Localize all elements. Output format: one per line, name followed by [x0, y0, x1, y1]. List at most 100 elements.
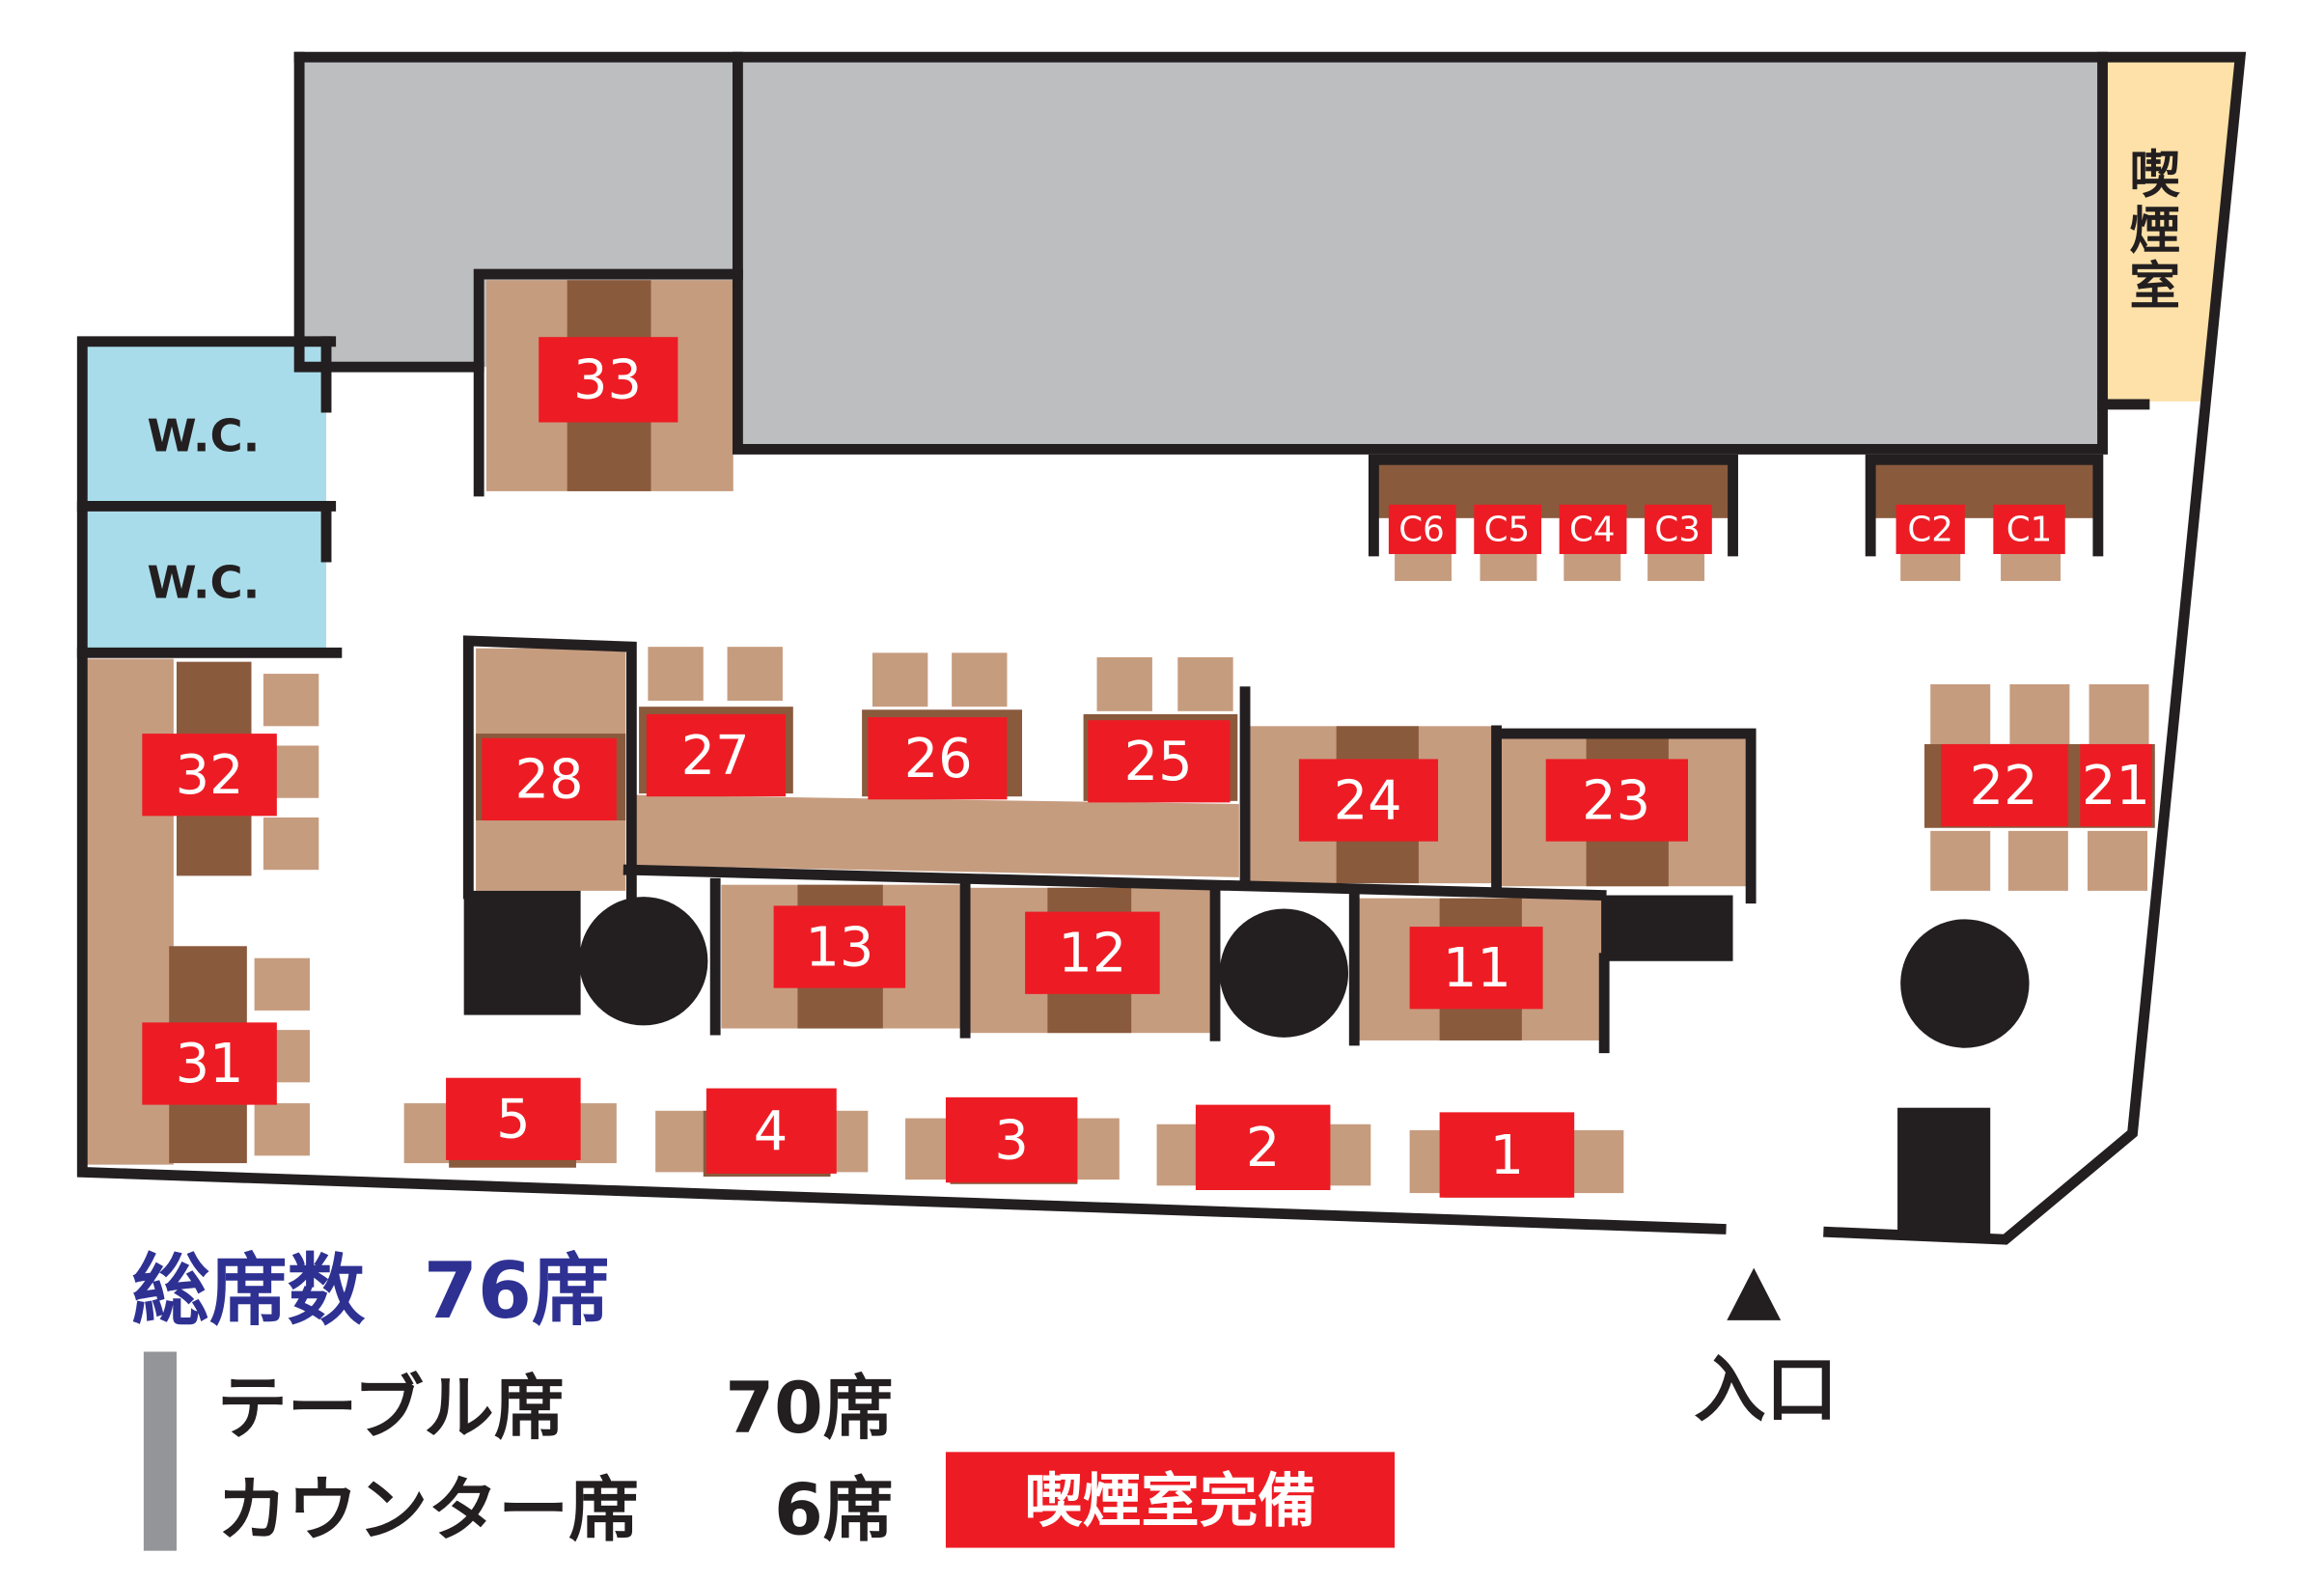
table-label-box [1439, 1112, 1575, 1198]
table-label: 33 [573, 349, 642, 412]
smoking-room: 喫煙室 [2107, 61, 2236, 402]
table-seats-label: テーブル席 [217, 1368, 565, 1450]
table-22-chair [2009, 683, 2070, 744]
table-label-box [142, 1022, 277, 1105]
table-label-box [2080, 743, 2152, 827]
wc-lower-label: W.C. [147, 556, 260, 608]
table-label: 21 [2082, 755, 2150, 818]
table-label: 28 [515, 749, 584, 812]
table-label-box [1298, 759, 1439, 842]
smoking-room-label-char: 煙 [2129, 202, 2180, 261]
total-seats-label: 総席数 [131, 1246, 365, 1337]
counter-label: C6 [1398, 511, 1445, 550]
counter-label-box [1645, 504, 1712, 555]
counter-chair [2001, 550, 2061, 581]
counter-label-box [1474, 504, 1542, 555]
legend: 総席数 76席 テーブル席 70席 カウンター席 6席 喫煙室完備 [131, 1246, 1396, 1552]
smoking-badge-label: 喫煙室完備 [1024, 1468, 1315, 1536]
wall-counter-left [1368, 454, 1738, 557]
wall-counter-right [1865, 454, 2104, 557]
table-label: 26 [904, 728, 973, 790]
table-31-chair [254, 957, 310, 1011]
pillar-round [579, 897, 708, 1026]
counter-label-box [1388, 504, 1456, 555]
table-label: 3 [994, 1109, 1029, 1172]
table-32-chair [263, 817, 319, 871]
table-label: 12 [1058, 923, 1126, 985]
table-label-box [1025, 911, 1160, 994]
counter-label: C4 [1569, 511, 1616, 550]
counter-label-box [1895, 504, 1965, 555]
pillar-square [1601, 895, 1733, 961]
table-label-box [646, 713, 787, 797]
wall-back-right [732, 51, 2108, 455]
counter-label-box [1993, 504, 2065, 555]
table-label: 23 [1582, 769, 1650, 832]
counter-label: C1 [2006, 511, 2053, 550]
walls [76, 51, 2247, 1245]
wall-center-dividers [709, 877, 1610, 1054]
wc-lower [86, 511, 327, 649]
smoking-badge [945, 1452, 1396, 1548]
center-bench [635, 794, 1239, 877]
table-label-box [1409, 927, 1543, 1010]
table-label-box [1195, 1104, 1331, 1190]
wall-center-partition [622, 864, 1607, 901]
table-label-box [539, 337, 678, 423]
table-label-box [142, 734, 277, 817]
counter-chair [1563, 550, 1621, 581]
table-labels: 33 32 31 28 27 26 25 24 23 22 21 13 12 1… [142, 337, 2152, 1198]
table-label: 25 [1124, 731, 1193, 793]
wall-table-23 [1491, 725, 1757, 904]
pillars [463, 890, 2030, 1240]
table-label: 32 [176, 744, 244, 807]
counter-label: C5 [1484, 511, 1531, 550]
table-label: 4 [754, 1100, 788, 1163]
total-seats-value: 76席 [424, 1246, 610, 1337]
back-area-right [742, 61, 2103, 450]
counter-chair [1900, 550, 1961, 581]
counter-label: C3 [1654, 511, 1701, 550]
table-label: 1 [1490, 1124, 1525, 1187]
pillar-round [1900, 919, 2030, 1048]
table-label: 27 [681, 725, 750, 788]
table-21-chair [2088, 830, 2148, 891]
table-22-chair [2007, 830, 2068, 891]
table-label-box [706, 1088, 837, 1174]
table-seats-value: 70席 [725, 1368, 893, 1450]
table-label: 13 [805, 916, 873, 979]
pillar-round [1219, 908, 1349, 1038]
counter-labels: C6 C5 C4 C3 C2 C1 [1388, 504, 2065, 555]
table-label-box [868, 717, 1008, 800]
wc-upper-label: W.C. [147, 410, 260, 462]
table-21-chair [2089, 683, 2149, 744]
table-27-chair [727, 647, 783, 701]
smoking-room-label: 喫煙室 [2129, 146, 2180, 317]
wall-outer-left-bottom [76, 336, 1727, 1234]
wc-upper [86, 346, 327, 502]
table-label-box [773, 905, 906, 988]
table-26-chair [952, 652, 1008, 707]
back-areas [303, 61, 2103, 450]
pillar-square [463, 890, 581, 1015]
table-32-chair [263, 674, 319, 727]
wall-table-28 [462, 635, 637, 901]
wall-back-left [293, 51, 484, 373]
smoking-room-label-char: 喫 [2129, 146, 2180, 205]
smoking-room-floor [2107, 61, 2236, 402]
table-label: 5 [496, 1089, 531, 1151]
table-label-box [1088, 720, 1231, 803]
counter-chair [1647, 550, 1705, 581]
table-22-chair [1930, 683, 1991, 744]
table-22-chair [1930, 830, 1991, 891]
counter-chair [1395, 550, 1452, 581]
table-label-box [482, 737, 617, 821]
table-label-box [1941, 743, 2068, 827]
entrance: 入口 [1694, 1267, 1838, 1432]
table-label-box [446, 1077, 581, 1160]
table-label-box [1545, 759, 1689, 842]
legend-bar [143, 1351, 177, 1551]
table-label: 22 [1970, 755, 2038, 818]
restrooms: W.C. W.C. [86, 346, 327, 649]
table-25-chair [1096, 657, 1152, 711]
